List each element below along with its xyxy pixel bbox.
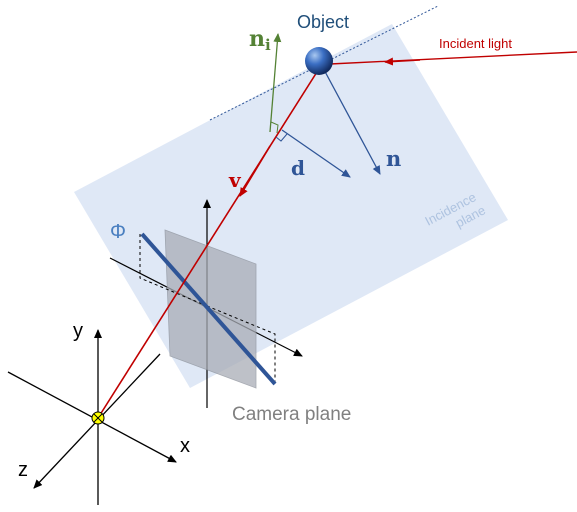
v-arrow (239, 145, 271, 197)
phi-projection-bottom (206, 305, 276, 385)
phi-line (140, 232, 277, 386)
n-label: n (386, 146, 401, 171)
view-ray-line (97, 63, 323, 419)
axis-z-label: z (18, 459, 28, 481)
incident-light-arrow (384, 57, 421, 66)
phi-label: Φ (110, 221, 126, 243)
d-arrow (281, 129, 351, 178)
object-label: Object (297, 12, 349, 32)
incident-light-label: Incident light (439, 36, 512, 51)
n-i-right-angle (270, 121, 279, 134)
axis-y-label: y (73, 320, 83, 342)
object-sphere (305, 47, 333, 75)
phi-projection-top (139, 234, 208, 307)
d-label: d (291, 156, 305, 180)
object-dotted-line (209, 5, 439, 121)
axis-x-label: x (180, 435, 190, 457)
v-label: v (228, 168, 242, 192)
n-i-arrow (269, 33, 282, 133)
d-right-angle (275, 133, 288, 142)
origin-cross-b (93, 413, 103, 423)
incident-light-ray (329, 51, 577, 65)
normal-n-arrow (321, 65, 381, 175)
camera-plane-label: Camera plane (232, 404, 351, 425)
n-i-label: ni (249, 26, 271, 54)
